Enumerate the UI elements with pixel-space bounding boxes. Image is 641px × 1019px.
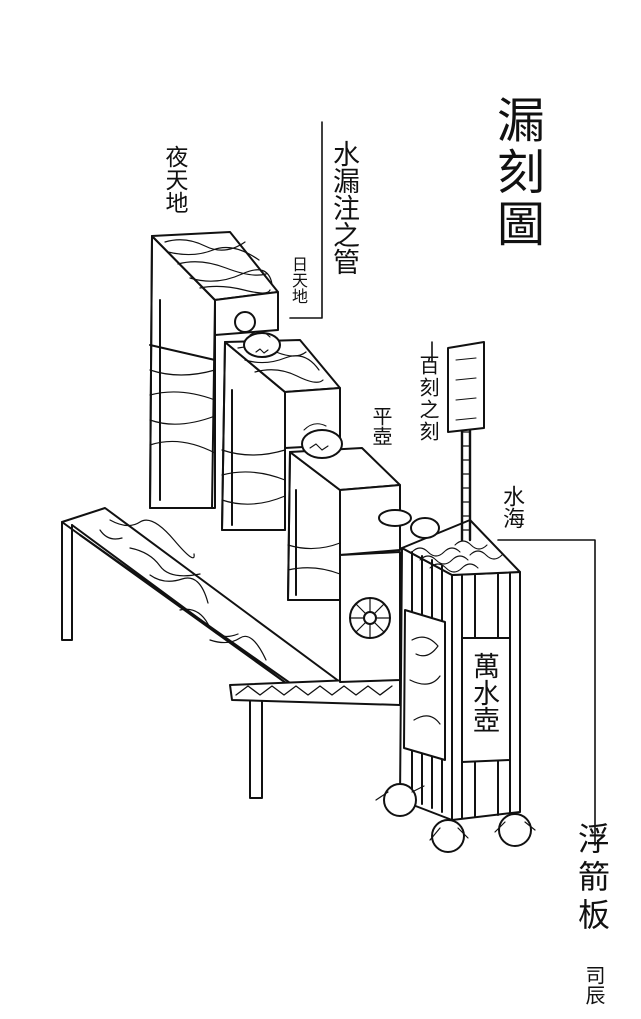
night-tank xyxy=(149,231,279,509)
label-timekeeper: 司辰 xyxy=(582,965,606,1005)
day-tank xyxy=(221,311,341,531)
label-water-pipe: 水漏注之管 xyxy=(328,140,359,275)
label-day-tank: 日天地 xyxy=(289,256,308,304)
leader-lines xyxy=(289,121,596,846)
label-myriad-tank: 萬水壺 xyxy=(468,652,499,733)
label-night-tank: 夜天地 xyxy=(161,145,187,214)
level-tank xyxy=(287,423,401,683)
label-water-sea: 水海 xyxy=(499,485,524,529)
label-level-tank: 平壺 xyxy=(369,406,393,446)
diagram-title: 漏刻圖 xyxy=(488,95,544,251)
label-float-arrow: 浮箭板 xyxy=(573,822,611,936)
float-arrow-rod xyxy=(447,341,485,542)
myriad-tank xyxy=(375,509,536,853)
label-hundred-marks: 百刻之刻 xyxy=(416,355,440,443)
